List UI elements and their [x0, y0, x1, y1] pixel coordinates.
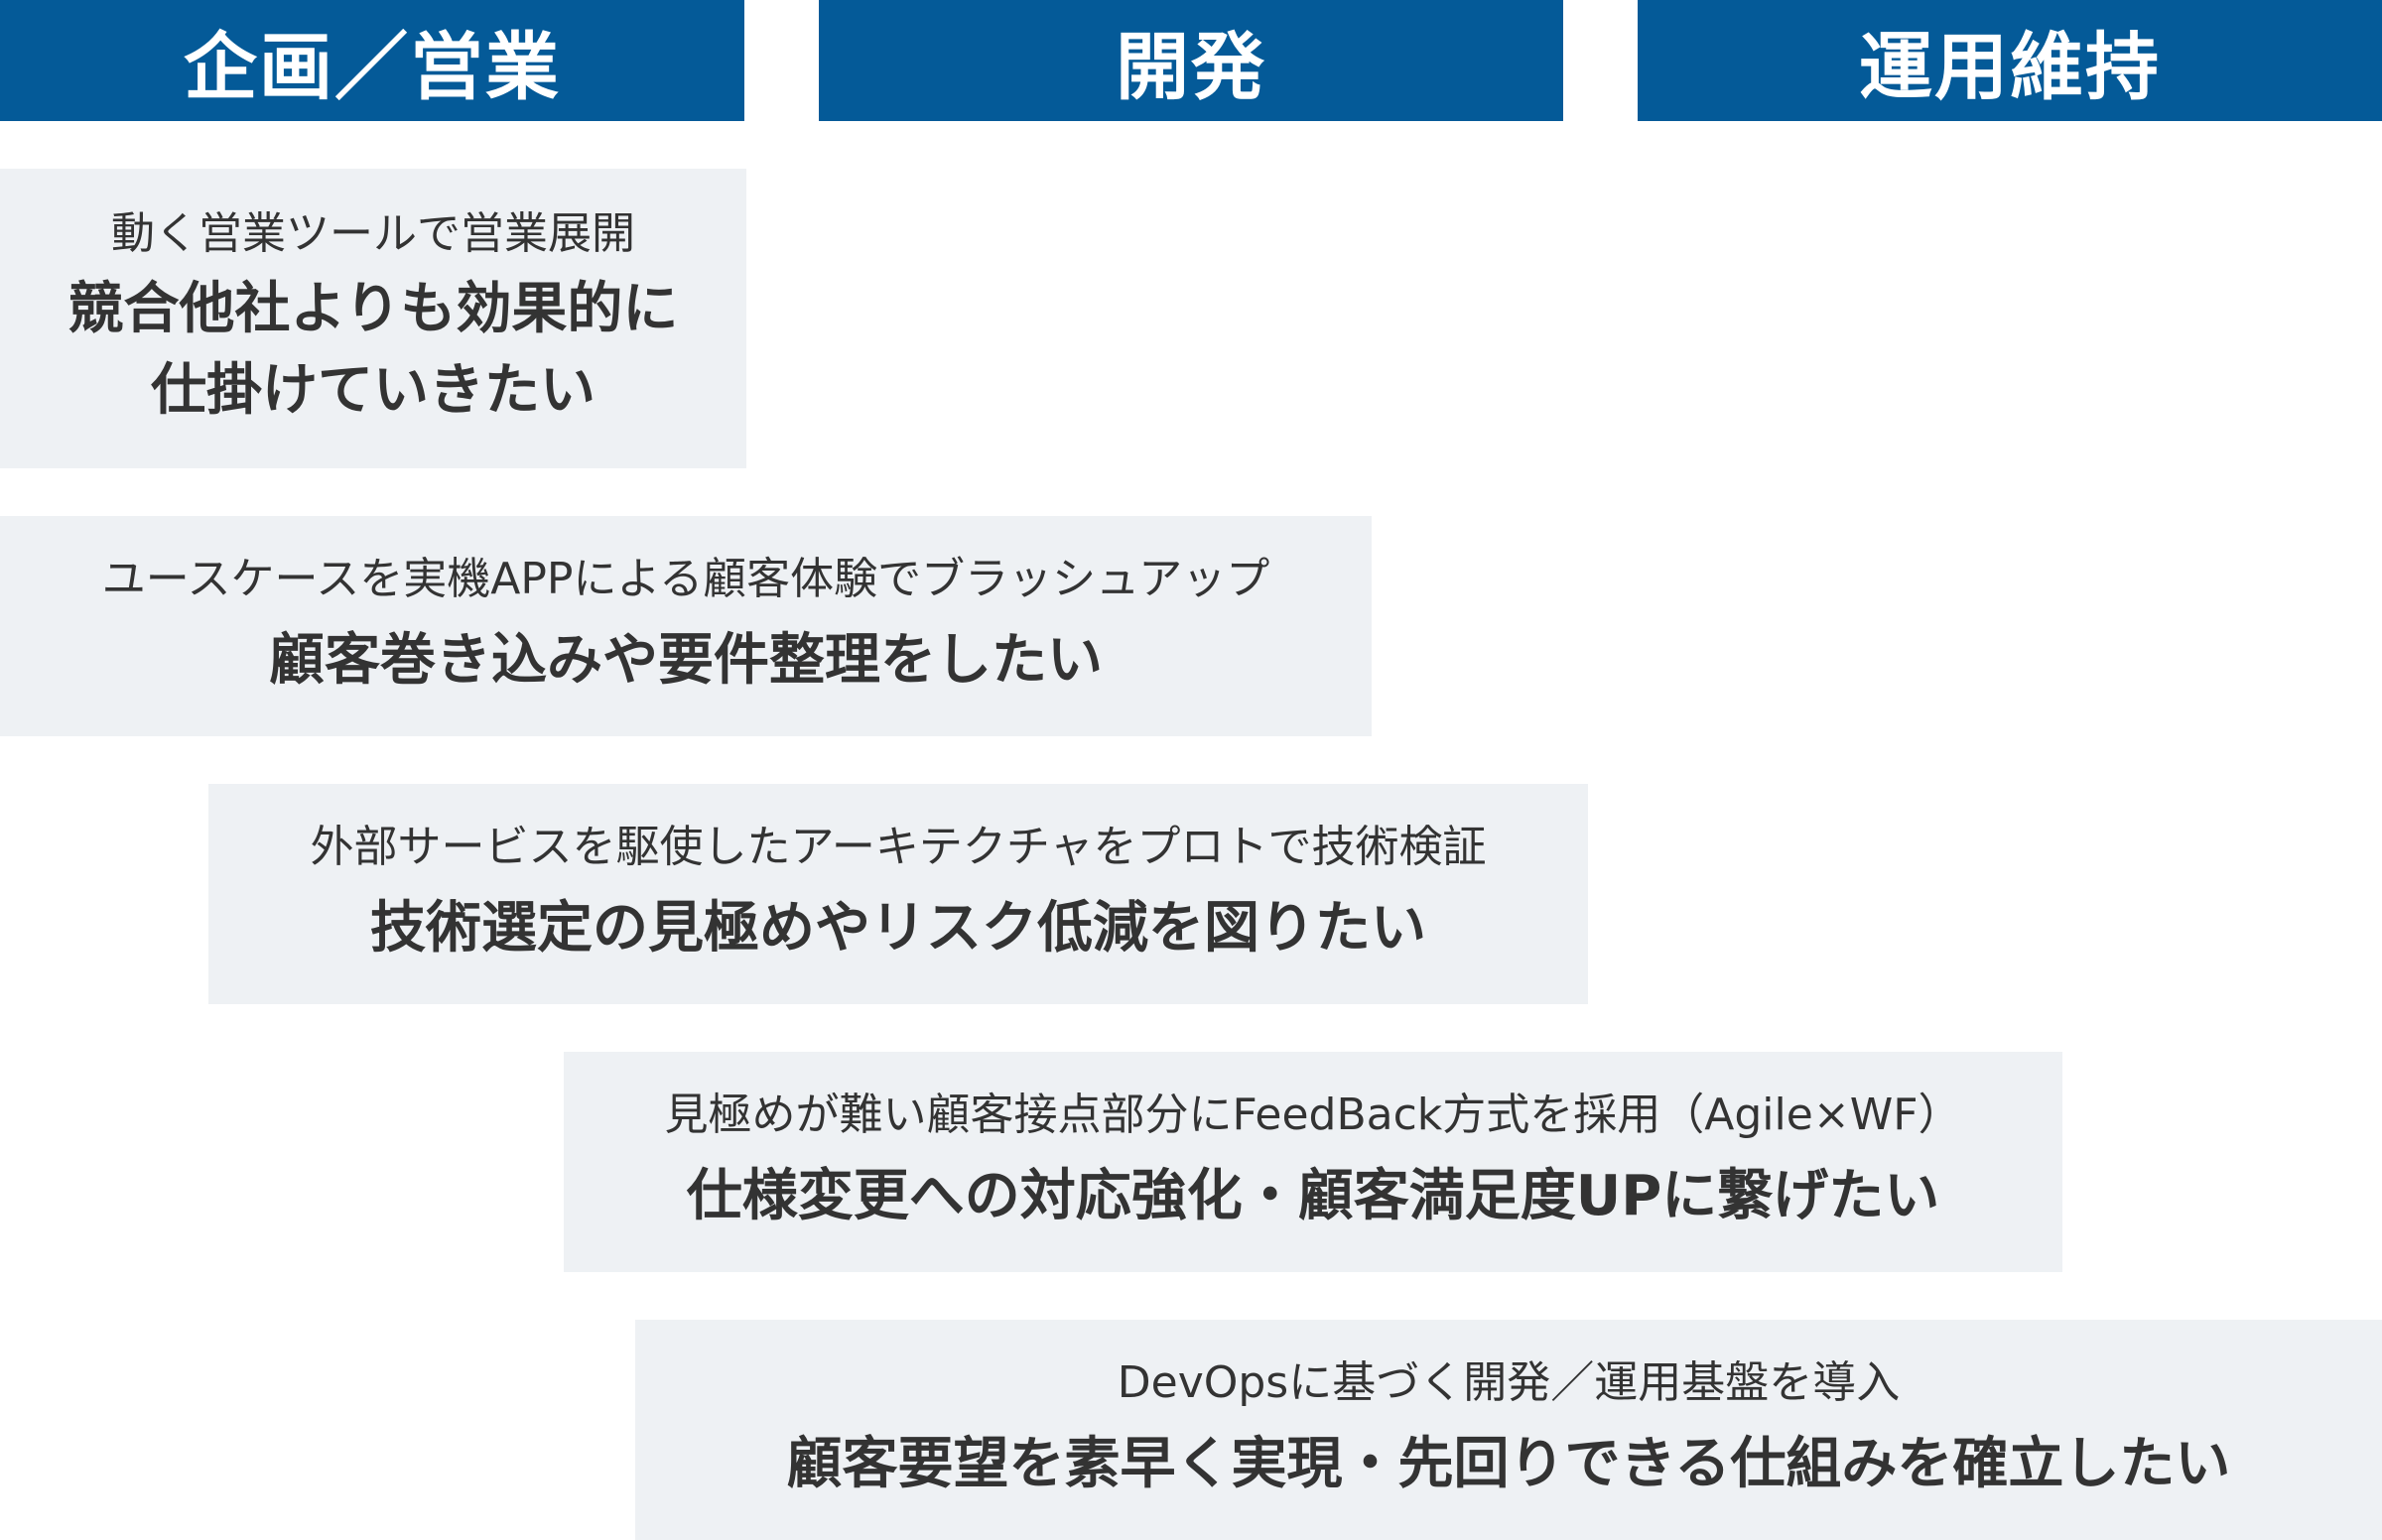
step-subtitle: 見極めが難い顧客接点部分にFeedBack方式を採用（Agile×WF） [664, 1089, 1962, 1140]
step-subtitle: DevOpsに基づく開発／運用基盤を導入 [1117, 1356, 1901, 1408]
phase-header-development: 開発 [819, 0, 1563, 121]
step-box-devops: DevOpsに基づく開発／運用基盤を導入 顧客要望を素早く実現・先回りできる仕組… [635, 1320, 2382, 1540]
phase-header-operation: 運用維持 [1638, 0, 2382, 121]
step-subtitle: ユースケースを実機APPによる顧客体験でブラッシュアップ [101, 553, 1270, 604]
phase-header-planning-sales: 企画／営業 [0, 0, 744, 121]
step-goal-line: 仕掛けていきたい [150, 357, 596, 423]
step-goal-line: 顧客巻き込みや要件整理をしたい [269, 627, 1103, 693]
step-goal-line: 技術選定の見極めやリスク低減を図りたい [370, 895, 1426, 961]
step-subtitle: 外部サービスを駆使したアーキテクチャをプロトで技術検証 [310, 821, 1487, 872]
step-goal-line: 競合他社よりも効果的に [67, 277, 679, 342]
step-goal: 競合他社よりも効果的に 仕掛けていきたい [68, 269, 679, 430]
step-subtitle: 動く営業ツールで営業展開 [111, 208, 635, 260]
step-goal: 顧客要望を素早く実現・先回りできる仕組みを確立したい [787, 1424, 2231, 1504]
step-box-architecture: 外部サービスを駆使したアーキテクチャをプロトで技術検証 技術選定の見極めやリスク… [208, 784, 1588, 1004]
step-goal-line: 仕様変更への対応強化・顧客満足度UPに繋げたい [686, 1163, 1940, 1228]
step-goal: 技術選定の見極めやリスク低減を図りたい [370, 888, 1426, 968]
step-box-use-case: ユースケースを実機APPによる顧客体験でブラッシュアップ 顧客巻き込みや要件整理… [0, 516, 1372, 736]
step-goal: 顧客巻き込みや要件整理をしたい [269, 620, 1103, 701]
step-goal: 仕様変更への対応強化・顧客満足度UPに繋げたい [687, 1156, 1940, 1236]
step-box-sales-tool: 動く営業ツールで営業展開 競合他社よりも効果的に 仕掛けていきたい [0, 169, 746, 468]
step-box-feedback: 見極めが難い顧客接点部分にFeedBack方式を採用（Agile×WF） 仕様変… [564, 1052, 2062, 1272]
step-goal-line: 顧客要望を素早く実現・先回りできる仕組みを確立したい [786, 1431, 2231, 1496]
